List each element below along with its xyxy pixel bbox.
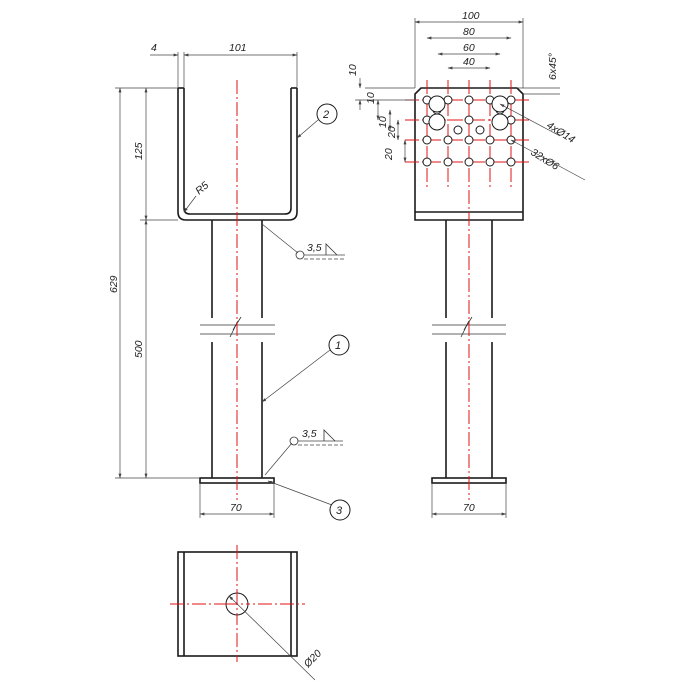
dim-chamfer: 6x45°	[547, 53, 559, 80]
tube-lower	[211, 342, 263, 478]
dim-total-height: 629	[108, 275, 120, 293]
dim-radius: R5	[193, 179, 211, 197]
dim-80: 80	[463, 26, 475, 38]
front-view: 4 101 629 125 500 R5 70 3,5 3,5	[108, 42, 351, 521]
side-dim-base-width: 70	[463, 502, 475, 514]
dim-v10-b: 10	[365, 92, 377, 104]
dim-base-width: 70	[230, 502, 242, 514]
weld-top: 3,5	[307, 242, 322, 254]
side-view: 100 80 60 40 10 10 10 20 20 6x45° 4xØ14 …	[347, 10, 586, 518]
balloon-1	[328, 334, 350, 356]
balloon-3-label: 3	[336, 505, 343, 517]
dim-v20-a: 20	[386, 126, 398, 139]
balloon-1-label: 1	[335, 340, 341, 352]
balloon-2	[316, 103, 338, 125]
dim-60: 60	[463, 42, 475, 54]
dim-100: 100	[462, 10, 480, 22]
dim-v10-c: 10	[377, 116, 389, 128]
bottom-view: Ø20	[170, 545, 324, 681]
dim-tube-length: 500	[133, 340, 145, 358]
dim-top-width: 101	[229, 42, 247, 54]
dim-v10-a: 10	[347, 64, 359, 76]
tube-upper	[211, 220, 263, 318]
balloon-3	[329, 499, 351, 521]
dim-40: 40	[463, 56, 475, 68]
dim-top-small: 4	[151, 42, 157, 54]
large-holes	[428, 95, 509, 131]
dim-bracket-height: 125	[133, 142, 145, 160]
dim-center-hole: Ø20	[301, 647, 324, 670]
dim-small-holes: 32xØ6	[528, 146, 561, 173]
weld-bottom: 3,5	[302, 428, 317, 440]
balloon-2-label: 2	[322, 109, 329, 121]
dim-v20-b: 20	[383, 148, 395, 161]
dim-large-holes: 4xØ14	[544, 119, 577, 146]
